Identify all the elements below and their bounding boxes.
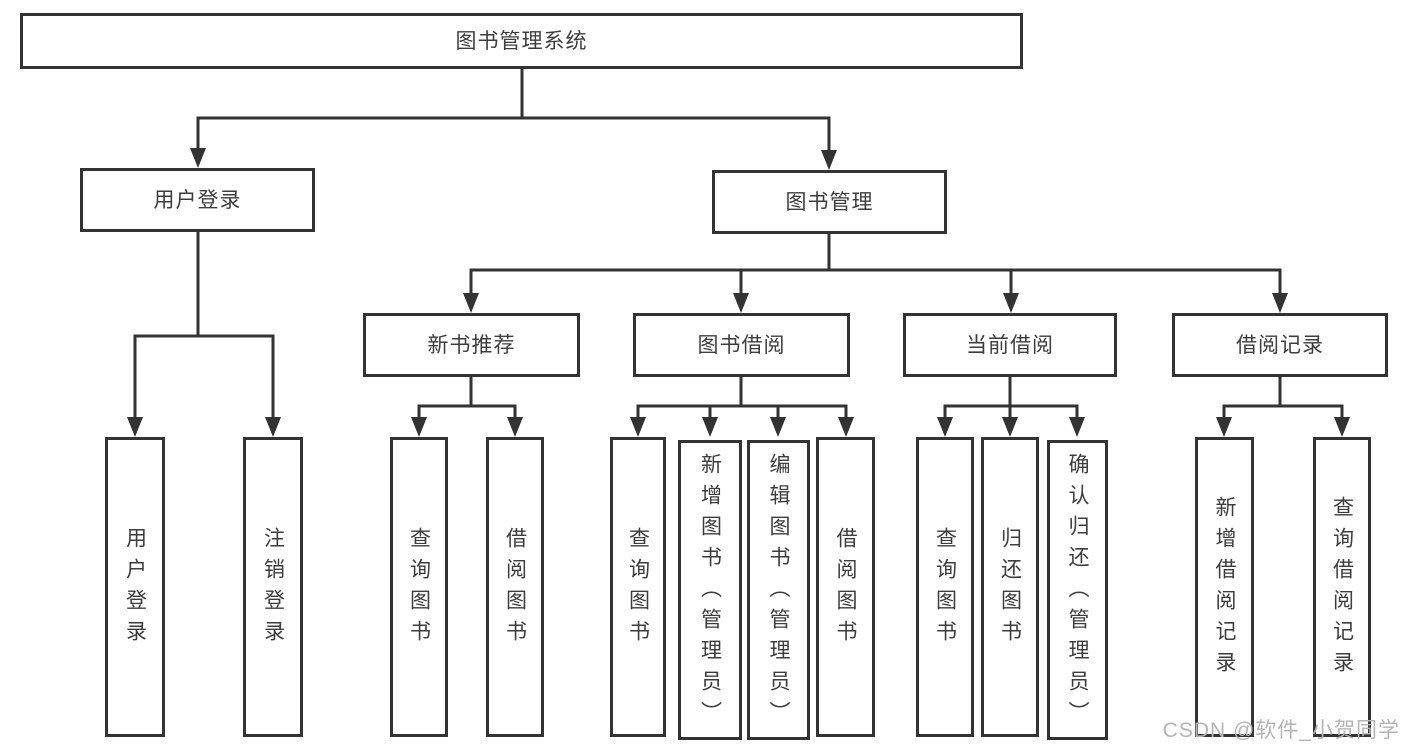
node-nb-query-books: 查询图书 (390, 437, 448, 737)
node-cb-confirm-return-admin: 确认归还（管理员） (1047, 440, 1108, 740)
node-current-borrow: 当前借阅 (903, 313, 1117, 377)
edge-book-borrow-children (630, 377, 854, 437)
node-book-management: 图书管理 (712, 170, 947, 234)
edge-new-book-recommend-children (411, 377, 523, 437)
node-logout: 注销登录 (243, 437, 303, 737)
node-borrow-records: 借阅记录 (1172, 313, 1388, 377)
node-br-query-record: 查询借阅记录 (1313, 437, 1371, 737)
node-cb-query-books: 查询图书 (916, 437, 974, 737)
watermark: CSDN @软件_小贺同学 (1162, 719, 1400, 742)
edge-current-borrow-children (937, 377, 1085, 437)
node-user-login: 用户登录 (80, 168, 315, 232)
node-new-book-recommend: 新书推荐 (363, 313, 580, 377)
node-nb-borrow-books: 借阅图书 (486, 437, 544, 737)
node-bb-add-books-admin: 新增图书（管理员） (678, 440, 742, 740)
node-br-add-record: 新增借阅记录 (1195, 437, 1254, 737)
edge-user-login-children (127, 232, 281, 437)
node-book-borrow: 图书借阅 (633, 313, 850, 377)
node-bb-edit-books-admin: 编辑图书（管理员） (747, 440, 810, 740)
node-cb-return-books: 归还图书 (981, 437, 1039, 737)
edge-root-to-level2 (190, 69, 837, 170)
node-login: 用户登录 (105, 437, 165, 737)
edge-book-management-children (463, 234, 1288, 313)
node-root: 图书管理系统 (20, 13, 1023, 69)
node-bb-query-books: 查询图书 (610, 437, 666, 737)
edge-borrow-records-children (1216, 377, 1350, 437)
node-bb-borrow-books: 借阅图书 (816, 437, 875, 737)
